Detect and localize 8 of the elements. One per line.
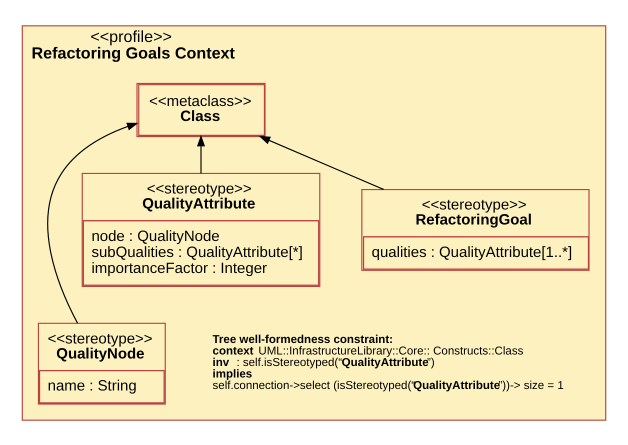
arrow [196,134,206,173]
label: self.connection->select (isStereotyped(“QualityAttribute”))-> size = 1 [212,380,564,392]
label: context UML::InfrastructureLibrary::Core:: Constructs::Class [212,344,524,357]
arrow [258,135,384,190]
arrow [47,122,138,323]
label: implies [212,368,252,380]
label: inv : self.isStereotyped(“QualityAttribute”) [212,356,435,368]
label: Tree well-formedness constraint: [212,333,394,346]
